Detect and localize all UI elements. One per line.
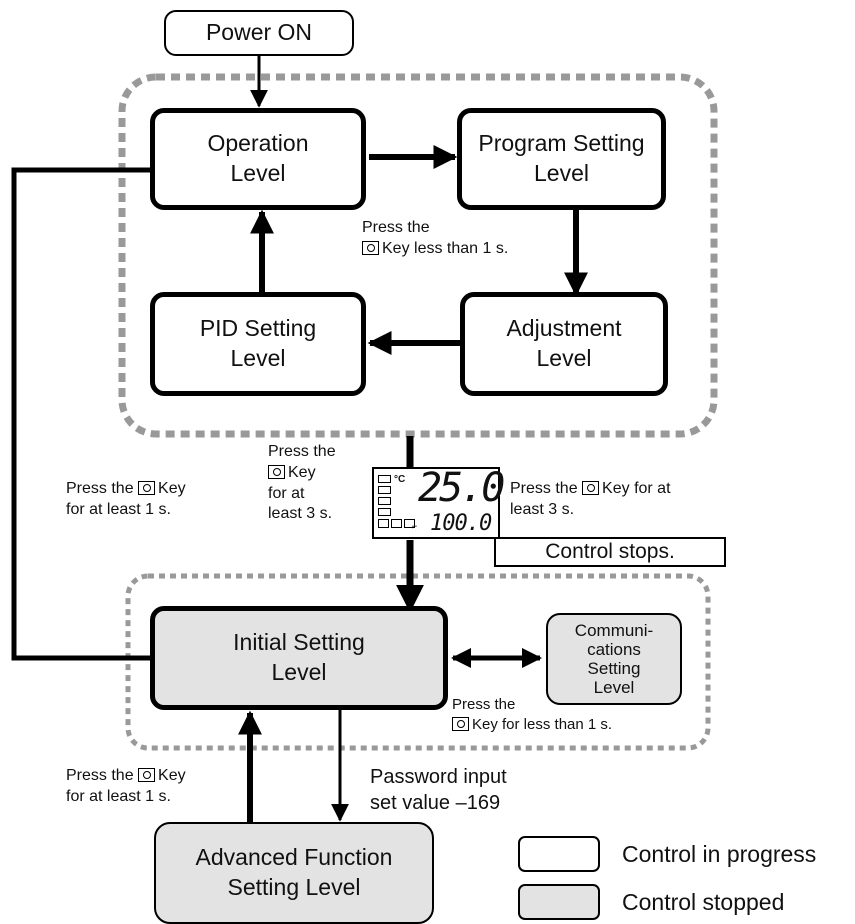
key-icon [452,716,469,731]
key-icon [362,240,379,255]
note-line: Press the [362,219,430,236]
operation-level-label: Operation Level [207,130,309,186]
pid-setting-level-label: PID Setting Level [199,315,317,371]
note-line: Press the [452,696,516,713]
note-line: Press the Key [66,766,186,787]
note-text: Key less than 1 s. [382,239,509,257]
note-press-3s-left: Press the Key for at least 3 s. [268,442,336,525]
operation-group-region [118,73,718,438]
note-press-3s-right: Press the Key for at least 3 s. [510,479,671,521]
legend-label: Control stopped [622,888,785,915]
advanced-function-level-label: Advanced Function Setting Level [195,844,393,900]
note-line: for at least 1 s. [66,787,171,805]
note-press-1s-left: Press the Key for at least 1 s. [66,479,186,521]
adjustment-level-box: Adjustment Level [460,292,668,396]
status-squares [378,519,415,528]
note-line: Key less than 1 s. [362,239,508,260]
communications-setting-level-label: Communi- cations Setting Level [574,620,654,698]
note-press-less-1s: Press the Key less than 1 s. [362,218,508,260]
communications-setting-level-box: Communi- cations Setting Level [546,613,682,705]
note-press-1s-bottom: Press the Key for at least 1 s. [66,766,186,808]
legend-item-in-progress: Control in progress [518,832,816,876]
indicator-squares [378,475,391,516]
key-icon [138,481,156,495]
initial-setting-level-label: Initial Setting Level [233,629,365,685]
power-on-box: Power ON [164,10,354,56]
note-line: Key [268,463,336,484]
pid-setting-level-box: PID Setting Level [150,292,366,396]
note-line: Press the [268,443,336,460]
control-stops-label: Control stops. [545,540,675,563]
legend: Control in progress Control stopped [518,832,816,924]
note-text: Key for less than 1 s. [472,715,613,733]
note-line: least 3 s. [268,505,333,523]
key-icon [582,481,600,495]
key-icon [268,464,285,479]
note-line: for at [268,484,305,502]
process-value: 25.0 [418,465,505,511]
temperature-unit: °C [394,474,406,485]
note-text: Press the [66,767,134,784]
note-line: Password input [370,766,507,788]
key-icon [138,768,156,782]
operation-level-box: Operation Level [150,108,366,210]
note-text: Key [288,463,316,481]
initial-group-region [125,573,711,751]
note-text: Key [158,480,186,497]
note-line: Press the Key for at [510,479,671,500]
legend-item-stopped: Control stopped [518,880,816,924]
legend-swatch-white [518,836,600,872]
key-lock-icon: ⌐ [412,521,418,531]
set-value: 100.0 [430,511,492,536]
note-line: least 3 s. [510,500,575,518]
note-text: Key [158,767,186,784]
note-line: Press the Key [66,479,186,500]
note-text: Press the [66,480,134,497]
note-text: Key for at [602,480,671,497]
program-setting-level-label: Program Setting Level [478,130,645,186]
legend-swatch-gray [518,884,600,920]
note-text: Press the [510,480,578,497]
advanced-function-level-box: Advanced Function Setting Level [154,822,434,924]
power-on-label: Power ON [205,19,313,46]
note-password: Password input set value –169 [370,764,507,816]
note-press-comm: Press the Key for less than 1 s. [452,695,612,734]
adjustment-level-label: Adjustment Level [506,315,622,371]
initial-setting-level-box: Initial Setting Level [150,606,448,710]
legend-label: Control in progress [622,840,817,867]
note-line: for at least 1 s. [66,500,171,518]
controller-display: ⌐ °C 25.0 100.0 [372,465,505,539]
note-line: set value –169 [370,792,501,814]
control-stops-label-box: Control stops. [494,537,726,567]
note-line: Key for less than 1 s. [452,715,612,735]
program-setting-level-box: Program Setting Level [457,108,666,210]
